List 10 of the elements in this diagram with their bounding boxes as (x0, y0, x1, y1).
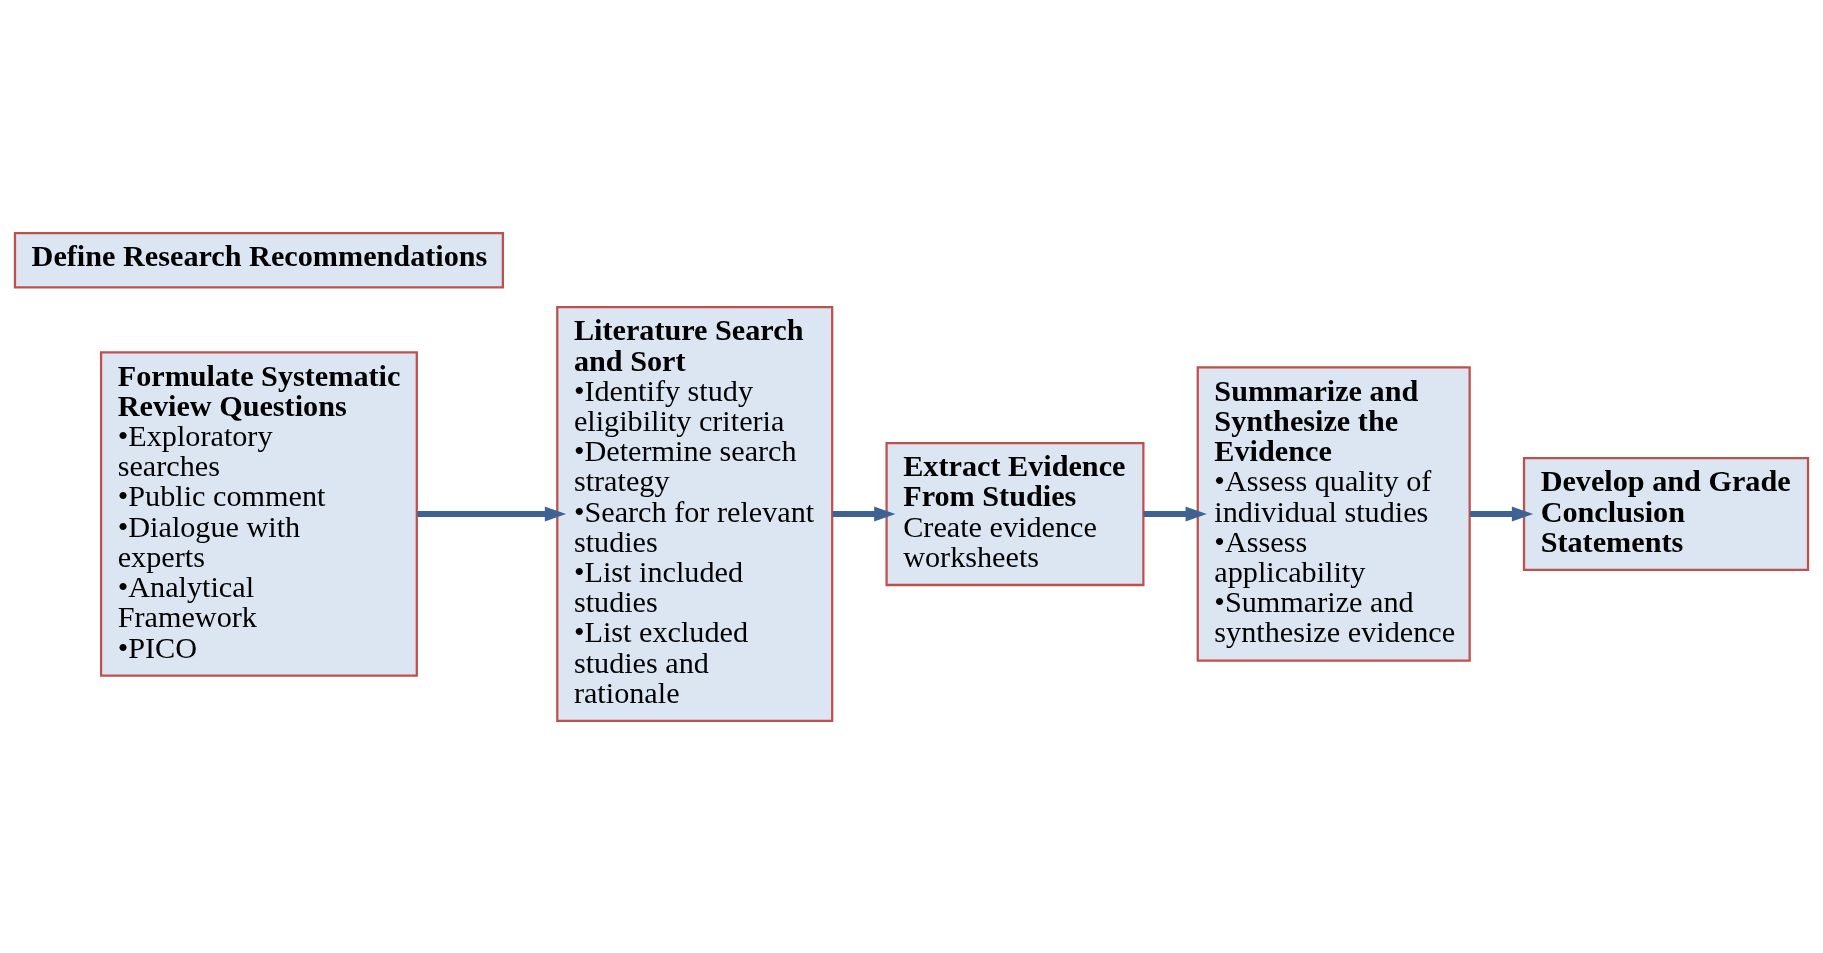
arrow (1143, 506, 1207, 521)
node-box: Formulate Systematic Review Questions •Exploratory searches •Public comment •Dialogue with experts •Analytical Framework •PICO (99, 350, 418, 677)
arrow (417, 506, 567, 521)
arrow (1470, 506, 1534, 521)
node-box: Extract Evidence From Studies Create evidence worksheets (885, 441, 1145, 586)
node-box: Develop and Grade Conclusion Statements (1522, 456, 1810, 571)
node-box: Literature Search and Sort •Identify study eligibility criteria •Determine search strategy •Search for relevant studies •List included studies •List excluded studies and rationale (556, 305, 834, 722)
node-box: Summarize and Synthesize the Evidence •Assess quality of individual studies •Assess applicability •Summarize and synthesize evidence (1196, 365, 1471, 662)
arrow (832, 506, 896, 521)
node-box: Define Research Recommendations (13, 231, 505, 289)
